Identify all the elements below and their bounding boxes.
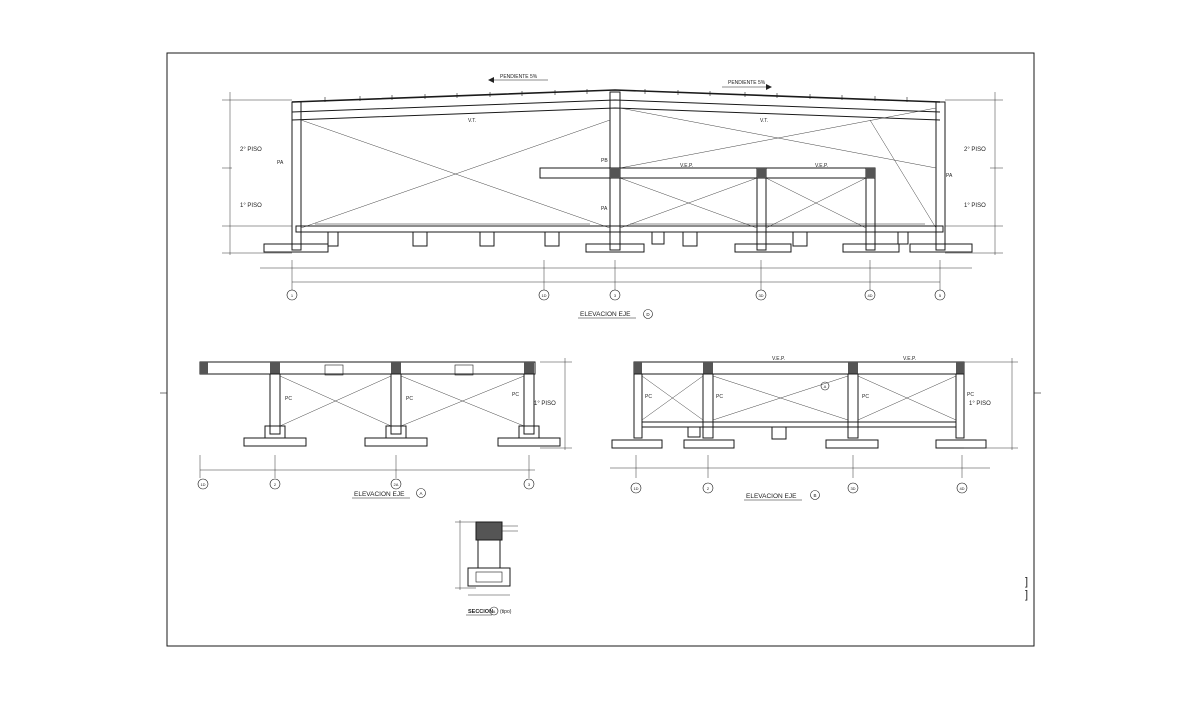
roof-bottom-chord [291,107,941,121]
label-pc-a3: PC [512,392,519,398]
label-pc-b1: PC [645,394,652,400]
label-pa-mid: PA [601,206,608,212]
title-elev-a: ELEVACION EJE [354,491,405,498]
floor-label-elev-a: 1° PISO [534,401,556,407]
section-title-suffix: (tipo) [500,609,512,615]
label-vt-right: V.T. [760,118,768,124]
svg-text:A: A [824,384,827,389]
label-pc-b2: PC [716,394,723,400]
svg-text:B: B [813,493,816,498]
elev-a-footings [243,425,561,447]
sheet-border [166,52,1035,647]
label-pa-left: PA [277,160,284,166]
side-bracket-2: ] [1025,589,1028,601]
elev-b-axis-bubbles: 1D 2 3D 4D [630,482,968,494]
title-elev-b-bubble [810,490,820,500]
elev-b-columns [633,373,965,439]
svg-text:2: 2 [274,482,277,487]
main-axis-bubbles: 1 1D 3 3D 4D 5 [286,289,946,301]
slope-label-right: PENDIENTE 5% [728,80,766,86]
title-elev-a-bubble [416,488,426,498]
floor-label-elev-b: 1° PISO [969,401,991,407]
title-elev-b: ELEVACION EJE [746,493,797,500]
section-title-bubble [489,606,499,616]
elev-b-ground-beam [641,421,957,428]
label-pc-b4: PC [967,392,974,398]
section-detail: SECCION A (tipo) [455,520,518,616]
side-bracket-1: ] [1025,576,1028,588]
label-vt-left: V.T. [468,118,476,124]
svg-text:2: 2 [707,486,710,491]
main-bracing [300,107,937,229]
slope-arrowhead-left [488,77,494,83]
elev-a-bracing [279,375,525,427]
title-elev-main-bubble [643,309,653,319]
section-dimensions [455,520,518,596]
label-vep-main-2: V.E.P. [815,163,828,169]
svg-text:1D: 1D [541,293,546,298]
svg-text:A: A [419,491,422,496]
ground-beam [295,225,944,233]
section-beam [475,521,503,541]
svg-text:3D: 3D [850,486,855,491]
second-floor-beam [539,167,876,179]
svg-text:3D: 3D [758,293,763,298]
main-dimensions [260,260,972,290]
label-vep-main: V.E.P. [680,163,693,169]
elev-b-footings [611,426,987,449]
svg-text:1D: 1D [200,482,205,487]
label-pb: PB [601,158,608,164]
svg-text:4D: 4D [959,486,964,491]
section-footing-rebar [475,571,503,583]
slope-arrowhead-right [766,84,772,90]
label-vep-b-right: V.E.P. [903,356,916,362]
label-pc-b3: PC [862,394,869,400]
floor-label-1-left: 1° PISO [240,203,262,209]
roof-purlins [324,89,908,102]
label-pc-a1: PC [285,396,292,402]
section-footing [467,567,511,587]
elevation-main: PENDIENTE 5% PENDIENTE 5% [222,74,1003,319]
elev-b-dimensions [610,358,1018,478]
svg-text:5: 5 [939,293,942,298]
section-marker-b [820,381,830,391]
roof-mid-chord [291,99,941,113]
beam-joints [610,168,875,178]
elevation-a: PC PC PC 1° PISO 1D 2 2A 3 ELEVACION EJE… [197,358,572,499]
level-ruler-right [945,92,1003,255]
elevation-b: V.E.P. V.E.P. PC PC PC PC 1° PISO A 1D 2… [610,356,1018,501]
roof-top-chord [291,89,941,103]
svg-text:A: A [493,609,496,614]
main-footings [263,231,973,253]
section-title: SECCION [468,609,493,615]
elev-b-joints [634,362,964,374]
elev-b-beam [633,361,965,375]
elev-a-rebar-detail [324,364,474,376]
elev-b-bracing [641,375,957,421]
slope-label-left: PENDIENTE 5% [500,74,538,80]
elev-a-joints [200,362,534,374]
label-pc-a2: PC [406,396,413,402]
svg-text:1D: 1D [633,486,638,491]
svg-text:D: D [646,312,650,317]
floor-label-2-left: 2° PISO [240,147,262,153]
label-vep-b-left: V.E.P. [772,356,785,362]
section-column [477,539,501,569]
elev-a-beam [199,361,536,375]
svg-text:2A: 2A [394,482,399,487]
floor-label-2-right: 2° PISO [964,147,986,153]
level-ruler-left [222,92,292,255]
elev-a-dimensions [199,358,572,478]
svg-text:4D: 4D [867,293,872,298]
svg-text:3: 3 [528,482,531,487]
svg-text:3: 3 [614,293,617,298]
elev-a-axis-bubbles: 1D 2 2A 3 [197,478,535,490]
title-elev-main: ELEVACION EJE [580,311,631,318]
label-pa-right: PA [946,173,953,179]
floor-label-1-right: 1° PISO [964,203,986,209]
elev-a-columns [269,373,535,435]
svg-text:1: 1 [291,293,294,298]
